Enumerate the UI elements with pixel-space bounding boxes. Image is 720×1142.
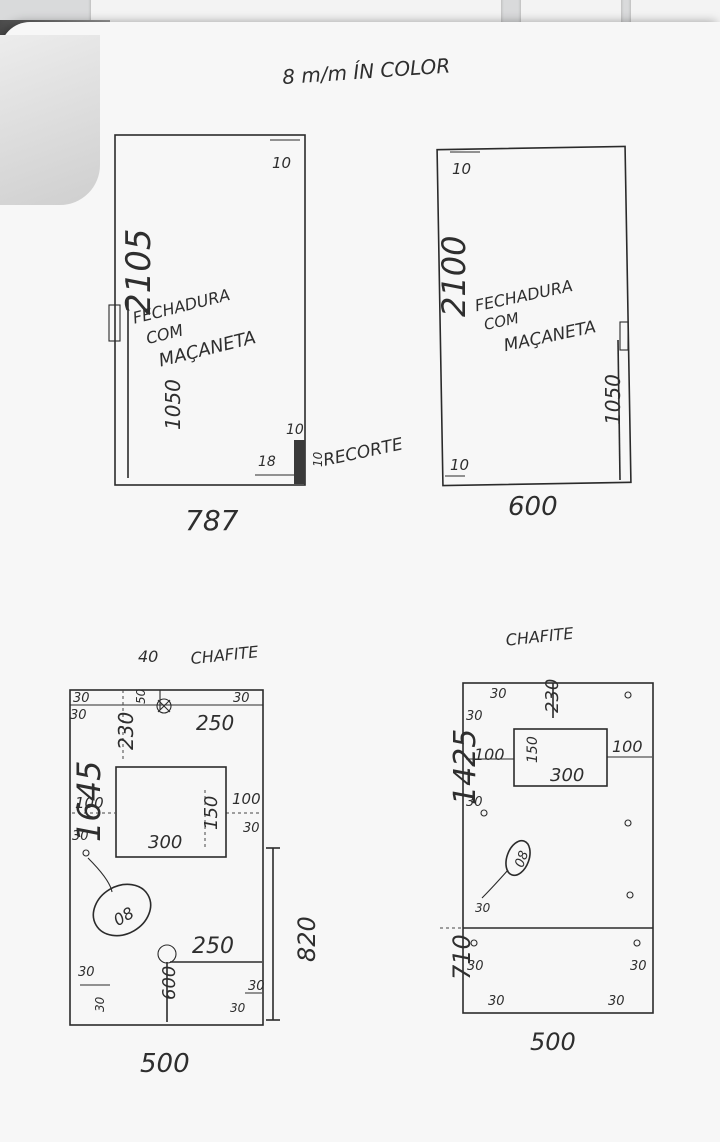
door-right-outline — [436, 145, 632, 487]
panel-left-top-small: 50 — [134, 688, 148, 704]
paper-sheet — [0, 22, 720, 1142]
panel-right-bl-30b: 30 — [488, 994, 505, 1009]
panel-right-hole — [624, 691, 632, 699]
panel-right-title: CHAFITE — [505, 624, 575, 650]
panel-right-cutout-w: 300 — [550, 765, 584, 786]
panel-right-cutout-h: 150 — [525, 736, 541, 763]
door-left-height: 2105 — [119, 228, 159, 315]
panel-left-bottom-len: 250 — [192, 934, 234, 959]
panel-left-left-top: 30 — [70, 708, 87, 723]
door-right-height: 2100 — [435, 236, 473, 317]
panel-left-side-30: 30 — [72, 829, 89, 844]
door-right-note-1: FECHADURA — [473, 276, 574, 315]
header-title: 8 m/m ÍN COLOR — [281, 53, 450, 89]
door-right: 2100 600 FECHADURA COM MAÇANETA 10 1050 … — [435, 145, 632, 522]
panel-left-left-margin: 100 — [75, 794, 104, 812]
panel-left-cutout — [115, 766, 227, 858]
panel-left-hole-top-x2 — [157, 699, 171, 713]
panel-right-left-margin: 100 — [474, 745, 505, 764]
panel-right-lower-h: 710 — [448, 934, 476, 980]
panel-right: CHAFITE 1425 500 30 30 230 100 100 300 1… — [440, 624, 654, 1056]
panel-right-hole — [470, 939, 478, 947]
panel-right-cutout — [513, 728, 608, 787]
paper-fold — [0, 35, 100, 205]
panel-right-hole-mark: 08 — [512, 849, 532, 870]
door-left-lock-height: 1050 — [161, 379, 185, 430]
door-left-note-2: COM — [144, 320, 185, 348]
panel-left-right-top: 30 — [233, 691, 250, 706]
panel-left-top-edge: 30 — [73, 691, 90, 706]
door-left: 2105 787 FECHADURA COM MAÇANETA 10 1050 … — [108, 134, 405, 537]
panel-right-circle-mark — [505, 839, 531, 877]
panel-right-br-30a: 30 — [630, 959, 647, 974]
panel-left-top-right-len: 250 — [196, 711, 234, 735]
door-right-bottom-gap: 10 — [450, 456, 469, 474]
panel-right-width: 500 — [530, 1028, 576, 1056]
panel-left-bottom-h: 600 — [159, 966, 180, 1000]
panel-right-hole — [626, 891, 634, 899]
door-left-bottom-small: 18 — [258, 454, 276, 470]
door-left-outline — [114, 134, 306, 486]
panel-right-bl-30a: 30 — [467, 959, 484, 974]
door-left-cutout-label: RECORTE — [321, 434, 404, 470]
door-left-top-gap: 10 — [272, 154, 291, 172]
panel-right-leader — [481, 869, 509, 899]
door-right-top-gap: 10 — [452, 160, 471, 178]
panel-left-bl-30: 30 — [78, 965, 95, 980]
door-left-bottom-gap: 10 — [286, 422, 304, 438]
panel-left-right-30: 30 — [243, 821, 260, 836]
panel-left-side-height: 820 — [293, 916, 321, 962]
door-left-width: 787 — [185, 504, 239, 537]
panel-right-hole — [624, 819, 632, 827]
panel-left-circle-mark — [92, 883, 152, 937]
door-left-bottom-dim: 10 — [311, 451, 325, 467]
panel-right-top-30b: 30 — [490, 687, 507, 702]
panel-left-title: CHAFITE — [190, 642, 260, 668]
panel-right-top-section: 230 — [542, 679, 563, 713]
panel-left-br-30: 30 — [248, 979, 265, 994]
panel-right-hole — [480, 809, 488, 817]
panel-right-top-30a: 30 — [466, 709, 483, 724]
panel-left-bl-b: 30 — [93, 996, 107, 1012]
panel-right-height: 1425 — [448, 729, 483, 805]
panel-right-side-30: 30 — [466, 795, 483, 810]
panel-left-br-b: 30 — [230, 1001, 246, 1015]
panel-left-outline — [69, 689, 264, 1026]
panel-right-lower-30: 30 — [475, 901, 491, 915]
panel-left-top-section: 230 — [114, 712, 138, 750]
panel-left-hole-dim: 40 — [138, 647, 158, 666]
panel-left: CHAFITE 40 1645 500 30 30 30 230 50 250 … — [69, 642, 321, 1079]
panel-left-small-hole — [82, 849, 90, 857]
panel-right-right-margin: 100 — [612, 737, 643, 756]
door-right-lock-box — [619, 321, 629, 351]
panel-left-hole-top — [156, 698, 172, 714]
panel-right-br-30b: 30 — [608, 994, 625, 1009]
panel-right-hole — [633, 939, 641, 947]
door-left-cutout — [294, 440, 305, 484]
panel-left-cutout-w: 300 — [148, 832, 182, 853]
panel-left-hole-bottom — [157, 944, 177, 964]
door-right-lock-line — [617, 339, 621, 481]
panel-left-leader — [87, 857, 113, 893]
door-right-lock-height: 1050 — [601, 374, 625, 425]
panel-left-hole-mark: 08 — [110, 903, 137, 930]
door-left-lock-box — [108, 304, 121, 342]
panel-left-cutout-h: 150 — [201, 796, 222, 830]
door-right-width: 600 — [508, 492, 558, 522]
panel-left-width: 500 — [140, 1049, 190, 1079]
panel-left-height: 1645 — [70, 761, 108, 842]
panel-right-outline — [462, 682, 654, 1014]
panel-left-right-margin: 100 — [232, 790, 261, 808]
